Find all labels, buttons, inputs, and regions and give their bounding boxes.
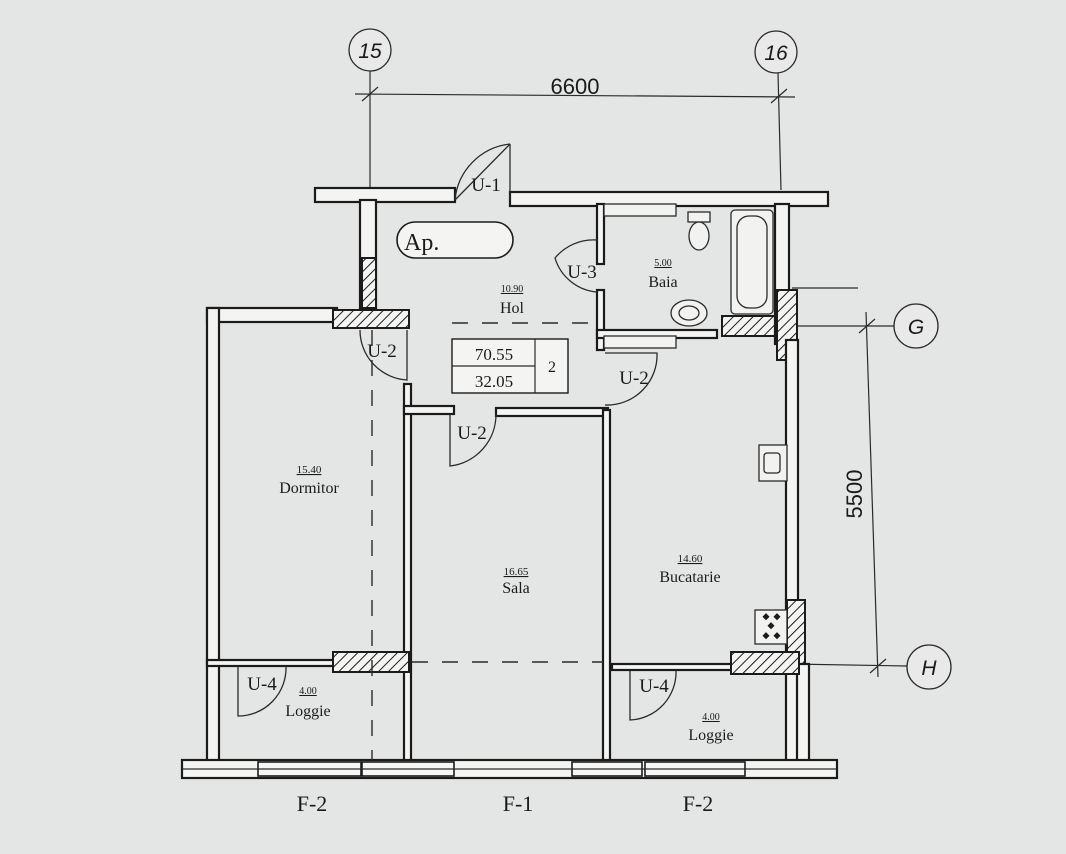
window-label-center: F-1	[503, 791, 534, 816]
room-loggie-left-name: Loggie	[285, 703, 330, 720]
axis-label-h: H	[921, 657, 937, 680]
radiator-bath-bottom	[603, 335, 677, 349]
room-loggie-left-area: 4.00	[299, 686, 317, 697]
windows	[182, 761, 837, 777]
door-swing-loggie-right	[629, 669, 677, 721]
room-loggie-right-name: Loggie	[688, 727, 733, 744]
door-swing-loggie-left	[237, 665, 287, 717]
room-dormitor-area: 15.40	[297, 464, 322, 476]
grid-axes: 15 16 6600 G H 5500	[348, 28, 952, 690]
fixtures	[603, 203, 788, 645]
door-label-entry: U-1	[471, 175, 501, 196]
window-label-left: F-2	[297, 791, 328, 816]
area-living: 32.05	[475, 372, 513, 391]
area-total: 70.55	[475, 345, 513, 364]
room-sala-area: 16.65	[504, 566, 529, 578]
door-label-bath: U-3	[567, 262, 597, 283]
room-baia-name: Baia	[648, 274, 677, 291]
door-label-loggie-right: U-4	[639, 676, 669, 697]
room-hol-area: 10.90	[501, 284, 524, 295]
radiator-bath-top	[603, 203, 677, 217]
room-baia-area: 5.00	[654, 258, 672, 269]
door-swing-bath	[554, 239, 598, 293]
door-label-sala: U-2	[457, 423, 487, 444]
door-labels: U-1 U-3 U-2 U-2 U-2 U-4 U-4	[247, 175, 669, 697]
room-hol-name: Hol	[500, 300, 525, 317]
room-bucatarie-name: Bucatarie	[659, 569, 720, 586]
doors	[237, 143, 677, 721]
dashed-openings	[371, 322, 603, 760]
dimension-width: 6600	[551, 74, 600, 99]
door-swing-dormitor	[359, 329, 408, 381]
door-label-dormitor: U-2	[367, 341, 397, 362]
apartment-tag: Ap.	[396, 221, 514, 259]
axis-label-g: G	[908, 316, 924, 339]
door-swing-entry	[454, 143, 511, 201]
room-bucatarie-area: 14.60	[678, 553, 703, 565]
apartment-label: Ap.	[404, 230, 439, 256]
dimension-depth: 5500	[842, 470, 867, 519]
door-swing-kitchen	[604, 352, 658, 406]
toilet	[687, 211, 711, 223]
axis-bubble-16	[754, 30, 798, 74]
room-sala-name: Sala	[502, 580, 530, 597]
area-summary-box: 70.55 32.05 2	[451, 338, 569, 394]
room-loggie-right-area: 4.00	[702, 712, 720, 723]
room-labels: 10.90 Hol 5.00 Baia 15.40 Dormitor 16.65…	[279, 258, 733, 744]
room-count: 2	[548, 359, 556, 376]
axis-bubble-h	[906, 644, 952, 690]
room-dormitor-name: Dormitor	[279, 480, 339, 497]
door-swing-sala	[449, 413, 497, 467]
window-label-right: F-2	[683, 791, 714, 816]
axis-label-15: 15	[358, 40, 382, 63]
window-labels: F-2 F-1 F-2	[297, 791, 714, 816]
axis-label-16: 16	[764, 42, 788, 65]
door-label-kitchen: U-2	[619, 368, 649, 389]
door-label-loggie-left: U-4	[247, 674, 277, 695]
